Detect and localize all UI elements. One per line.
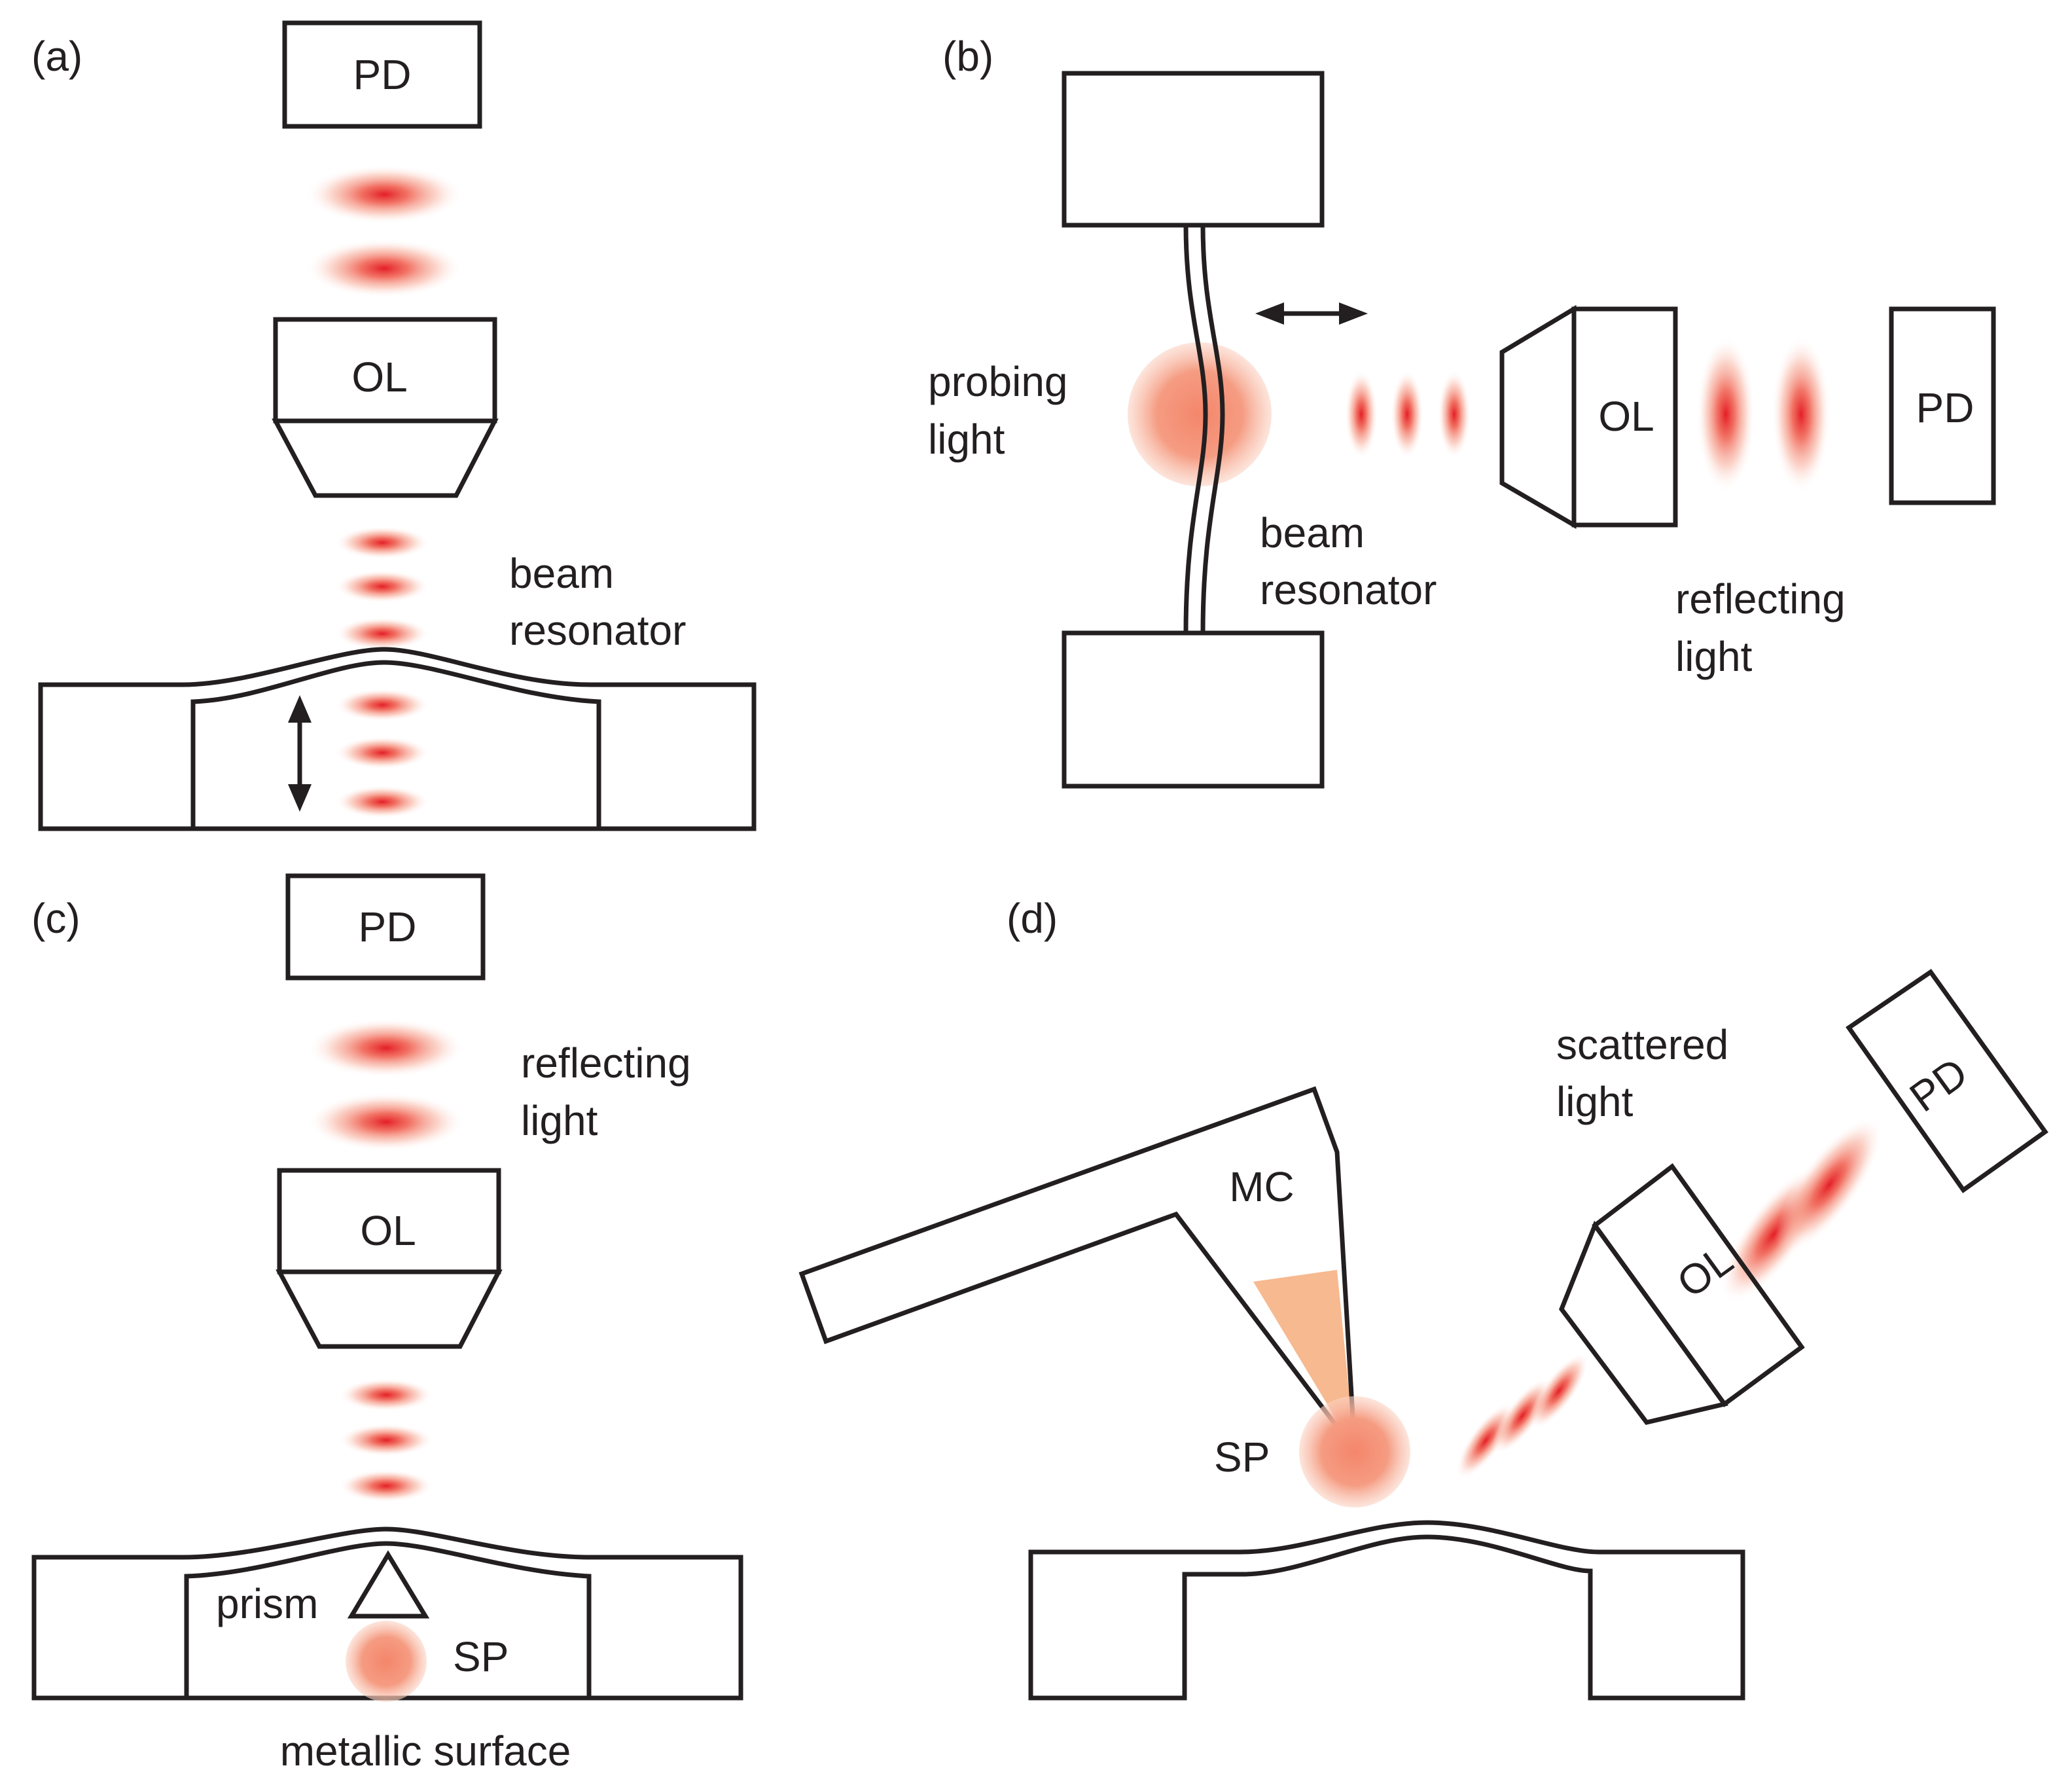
- beam-lobe: [335, 736, 429, 769]
- panel-a-photodetector: [282, 20, 482, 129]
- panel-d-sp-spot: [1299, 1396, 1410, 1507]
- beam-lobe: [306, 239, 463, 298]
- beam-lobe: [308, 1019, 465, 1077]
- panel-d-objective-lens: [1559, 1163, 1805, 1425]
- panel-c-pd-label: PD: [359, 903, 417, 950]
- panel-a-vibration-arrow: [288, 695, 312, 812]
- beam-lobe: [1391, 370, 1423, 459]
- panel-b: (b) probing light beam resonator OL PD: [928, 33, 1996, 789]
- beam-lobe: [306, 165, 463, 224]
- beam-lobe: [335, 570, 429, 603]
- panel-a-tag: (a): [31, 33, 82, 80]
- panel-a-pd-label: PD: [353, 51, 412, 98]
- beam-lobe: [339, 1470, 433, 1502]
- panel-d-scattered: scattered: [1556, 1021, 1728, 1068]
- panel-c-sp-label: SP: [453, 1633, 509, 1680]
- panel-b-beam-resonator: [1183, 225, 1225, 634]
- panel-c-prism: [347, 1550, 430, 1619]
- panel-b-probing-light: light: [928, 416, 1005, 463]
- beam-lobe: [1772, 336, 1831, 493]
- panel-c-substrate: [31, 1526, 743, 1701]
- probing-light-spot: [1128, 342, 1272, 486]
- panel-c: (c) PD reflecting light OL prism SP meta…: [31, 873, 743, 1775]
- panel-a-caption-beam: beam: [509, 550, 614, 597]
- beam-lobe: [335, 617, 429, 650]
- beam-lobe: [1345, 370, 1378, 459]
- panel-c-photodetector: [285, 873, 486, 981]
- panel-b-ol-label: OL: [1598, 393, 1654, 440]
- panel-d-scattered-beam: [1456, 1116, 1883, 1479]
- panel-a-substrate: [38, 647, 757, 831]
- panel-b-bottom-anchor: [1062, 630, 1325, 789]
- panel-c-reflecting-light: light: [521, 1097, 598, 1144]
- panel-b-tag: (b): [942, 33, 993, 80]
- panel-b-reflecting: reflecting: [1675, 575, 1846, 623]
- panel-d-tag: (d): [1007, 895, 1058, 942]
- panel-b-pd-label: PD: [1916, 384, 1974, 431]
- panel-a-objective-lens: [272, 317, 499, 498]
- beam-lobe: [335, 526, 429, 559]
- beam-lobe: [1696, 336, 1755, 493]
- panel-d-substrate: [1028, 1520, 1745, 1701]
- panel-a-caption-resonator: resonator: [509, 607, 686, 654]
- panel-c-ol-label: OL: [360, 1207, 416, 1254]
- beam-lobe: [1776, 1116, 1883, 1254]
- beam-lobe: [339, 1379, 433, 1411]
- beam-lobe: [308, 1092, 465, 1151]
- panel-c-reflecting: reflecting: [521, 1039, 691, 1087]
- panel-d-sp-label: SP: [1214, 1434, 1270, 1481]
- panel-b-resonator: resonator: [1260, 566, 1437, 613]
- beam-lobe: [1438, 370, 1471, 459]
- beam-lobe: [335, 689, 429, 721]
- panel-b-top-anchor: [1062, 71, 1325, 228]
- panel-d: (d) MC SP OL PD scattered light: [798, 895, 2048, 1701]
- panel-d-microcantilever: [798, 1086, 1358, 1458]
- beam-lobe: [339, 1424, 433, 1456]
- panel-c-sp-spot: [346, 1621, 427, 1702]
- panel-c-surface-label: metallic surface: [280, 1727, 571, 1775]
- panel-c-tag: (c): [31, 895, 80, 942]
- panel-b-probing: probing: [928, 358, 1068, 405]
- panel-b-objective-lens: [1499, 304, 1678, 530]
- panel-c-objective-lens: [276, 1168, 503, 1349]
- panel-a: (a) PD OL beam resonator: [31, 20, 757, 831]
- panel-b-vibration-arrow: [1255, 302, 1368, 325]
- beam-lobe: [1529, 1352, 1589, 1430]
- panel-b-reflecting-light: light: [1675, 633, 1753, 680]
- panel-d-pd-label: PD: [1901, 1049, 1976, 1121]
- panel-d-mc-label: MC: [1229, 1163, 1295, 1210]
- panel-d-scattered-light: light: [1556, 1078, 1634, 1125]
- panel-b-beam: beam: [1260, 509, 1365, 556]
- panel-d-photodetector: [1846, 969, 2048, 1193]
- panel-a-ol-label: OL: [351, 353, 407, 401]
- panel-c-prism-label: prism: [216, 1580, 318, 1627]
- panel-b-photodetector: [1889, 306, 1996, 505]
- beam-lobe: [335, 785, 429, 818]
